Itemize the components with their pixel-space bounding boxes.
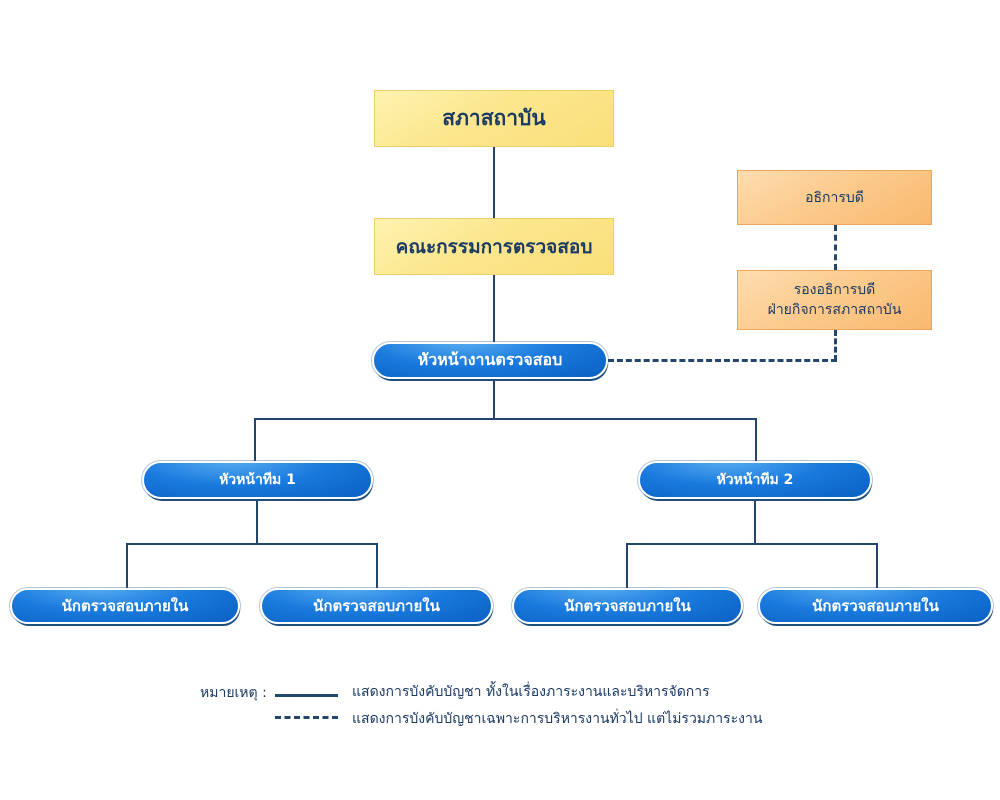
node-internal-auditor-4-label: นักตรวจสอบภายใน	[812, 597, 939, 615]
connector-team2-drop	[755, 418, 757, 461]
node-audit-committee-label: คณะกรรมการตรวจสอบ	[395, 235, 593, 258]
node-president: อธิการบดี	[737, 170, 932, 225]
connector-auditor2-drop	[376, 543, 378, 588]
legend-solid-line-description: แสดงการบังคับบัญชา ทั้งในเรื่องภาระงานแล…	[352, 684, 710, 700]
legend-solid-line-swatch	[275, 694, 338, 697]
node-internal-auditor-4: นักตรวจสอบภายใน	[758, 588, 993, 624]
node-team-lead-1: หัวหน้าทีม 1	[142, 461, 373, 499]
node-internal-auditor-2: นักตรวจสอบภายใน	[260, 588, 493, 624]
node-team-lead-2-label: หัวหน้าทีม 2	[716, 472, 794, 488]
node-audit-committee: คณะกรรมการตรวจสอบ	[374, 218, 614, 275]
node-team-lead-2: หัวหน้าทีม 2	[638, 461, 872, 499]
node-president-label: อธิการบดี	[805, 189, 864, 206]
node-institute-council-label: สภาสถาบัน	[442, 106, 546, 130]
node-internal-auditor-3: นักตรวจสอบภายใน	[512, 588, 743, 624]
node-internal-auditor-1: นักตรวจสอบภายใน	[10, 588, 240, 624]
connector-council-committee	[493, 147, 495, 218]
connector-committee-audit-head	[493, 275, 495, 343]
dashed-connector-vice-down	[834, 330, 837, 361]
connector-team2-children-horizontal	[626, 543, 878, 545]
node-internal-auditor-3-label: นักตรวจสอบภายใน	[564, 597, 691, 615]
connector-audit-head-down	[493, 379, 495, 418]
dashed-connector-vice-audit-head	[608, 359, 837, 362]
node-team-lead-1-label: หัวหน้าทีม 1	[219, 472, 296, 488]
node-vice-president-label-line1: รองอธิการบดี	[793, 281, 876, 298]
connector-team1-down	[256, 499, 258, 543]
node-internal-auditor-2-label: นักตรวจสอบภายใน	[313, 597, 440, 615]
dashed-connector-president-vice	[834, 225, 837, 270]
node-vice-president-label-line2: ฝ่ายกิจการสภาสถาบัน	[767, 302, 902, 318]
connector-teams-horizontal	[254, 418, 757, 420]
legend-dashed-line-swatch	[275, 716, 338, 719]
node-institute-council: สภาสถาบัน	[374, 90, 614, 147]
legend-label: หมายเหตุ :	[200, 685, 267, 701]
connector-team1-children-horizontal	[126, 543, 378, 545]
node-audit-head-label: หัวหน้างานตรวจสอบ	[417, 350, 563, 369]
node-vice-president: รองอธิการบดี ฝ่ายกิจการสภาสถาบัน	[737, 270, 932, 330]
node-internal-auditor-1-label: นักตรวจสอบภายใน	[61, 597, 189, 615]
connector-team1-drop	[254, 418, 256, 461]
connector-team2-down	[754, 499, 756, 543]
legend-dashed-line-description: แสดงการบังคับบัญชาเฉพาะการบริหารงานทั่วไ…	[352, 711, 763, 727]
connector-auditor1-drop	[126, 543, 128, 588]
connector-auditor4-drop	[876, 543, 878, 588]
node-audit-head: หัวหน้างานตรวจสอบ	[372, 342, 608, 379]
connector-auditor3-drop	[626, 543, 628, 588]
